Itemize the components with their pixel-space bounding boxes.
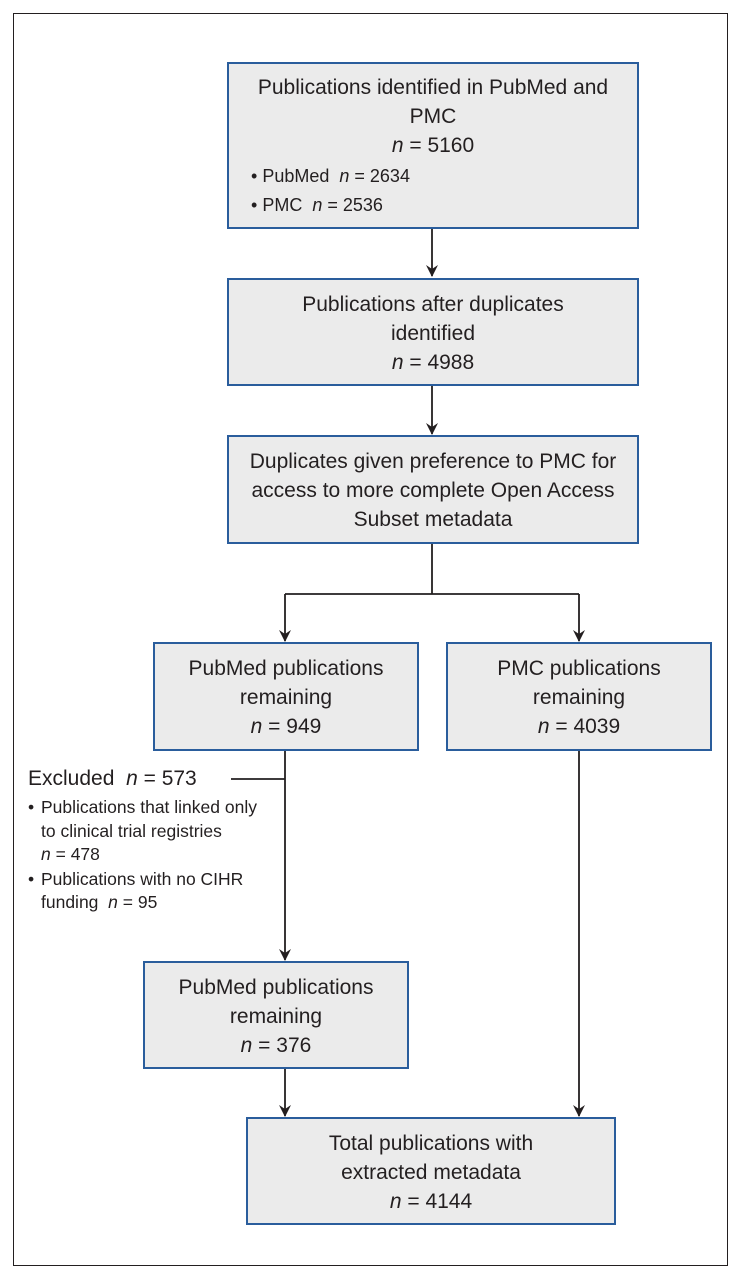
excluded-item-registries: Publications that linked only to clinica… <box>28 796 258 867</box>
figure-frame <box>13 13 728 1266</box>
excluded-list: Publications that linked only to clinica… <box>28 796 258 915</box>
total-title: Total publications with extracted metada… <box>328 1132 534 1184</box>
pmc-count-item: • PMC n = 2536 <box>251 195 383 215</box>
pubmed-count-item: • PubMed n = 2634 <box>251 166 410 186</box>
pubmed-remaining-box: PubMed publications remaining n = 949 <box>153 642 419 751</box>
identified-box: Publications identified in PubMed and PM… <box>227 62 639 229</box>
identified-breakdown: • PubMed n = 2634 • PMC n = 2536 <box>229 162 637 220</box>
pubmed-remaining-count: n = 949 <box>250 715 322 738</box>
preference-box: Duplicates given preference to PMC for a… <box>227 435 639 544</box>
pmc-remaining-title: PMC publications remaining <box>497 657 661 709</box>
excluded-heading: Excluded n = 573 <box>28 767 197 790</box>
exclusion-note: Excluded n = 573 Publications that linke… <box>28 765 258 916</box>
after-duplicates-title: Publications after duplicates identified <box>302 293 564 345</box>
preference-text: Duplicates given preference to PMC for a… <box>249 450 617 531</box>
total-count: n = 4144 <box>389 1190 473 1213</box>
identified-count: n = 5160 <box>391 134 475 157</box>
after-duplicates-box: Publications after duplicates identified… <box>227 278 639 386</box>
pmc-remaining-count: n = 4039 <box>537 715 621 738</box>
total-box: Total publications with extracted metada… <box>246 1117 616 1225</box>
after-duplicates-count: n = 4988 <box>391 351 475 374</box>
pubmed-remaining-final-title: PubMed publications remaining <box>178 976 374 1028</box>
pubmed-remaining-title: PubMed publications remaining <box>188 657 384 709</box>
pmc-remaining-box: PMC publications remaining n = 4039 <box>446 642 712 751</box>
pubmed-remaining-final-box: PubMed publications remaining n = 376 <box>143 961 409 1069</box>
pubmed-remaining-final-count: n = 376 <box>240 1034 312 1057</box>
excluded-item-no-funding: Publications with no CIHR funding n = 95 <box>28 868 258 915</box>
identified-title: Publications identified in PubMed and PM… <box>257 76 609 128</box>
